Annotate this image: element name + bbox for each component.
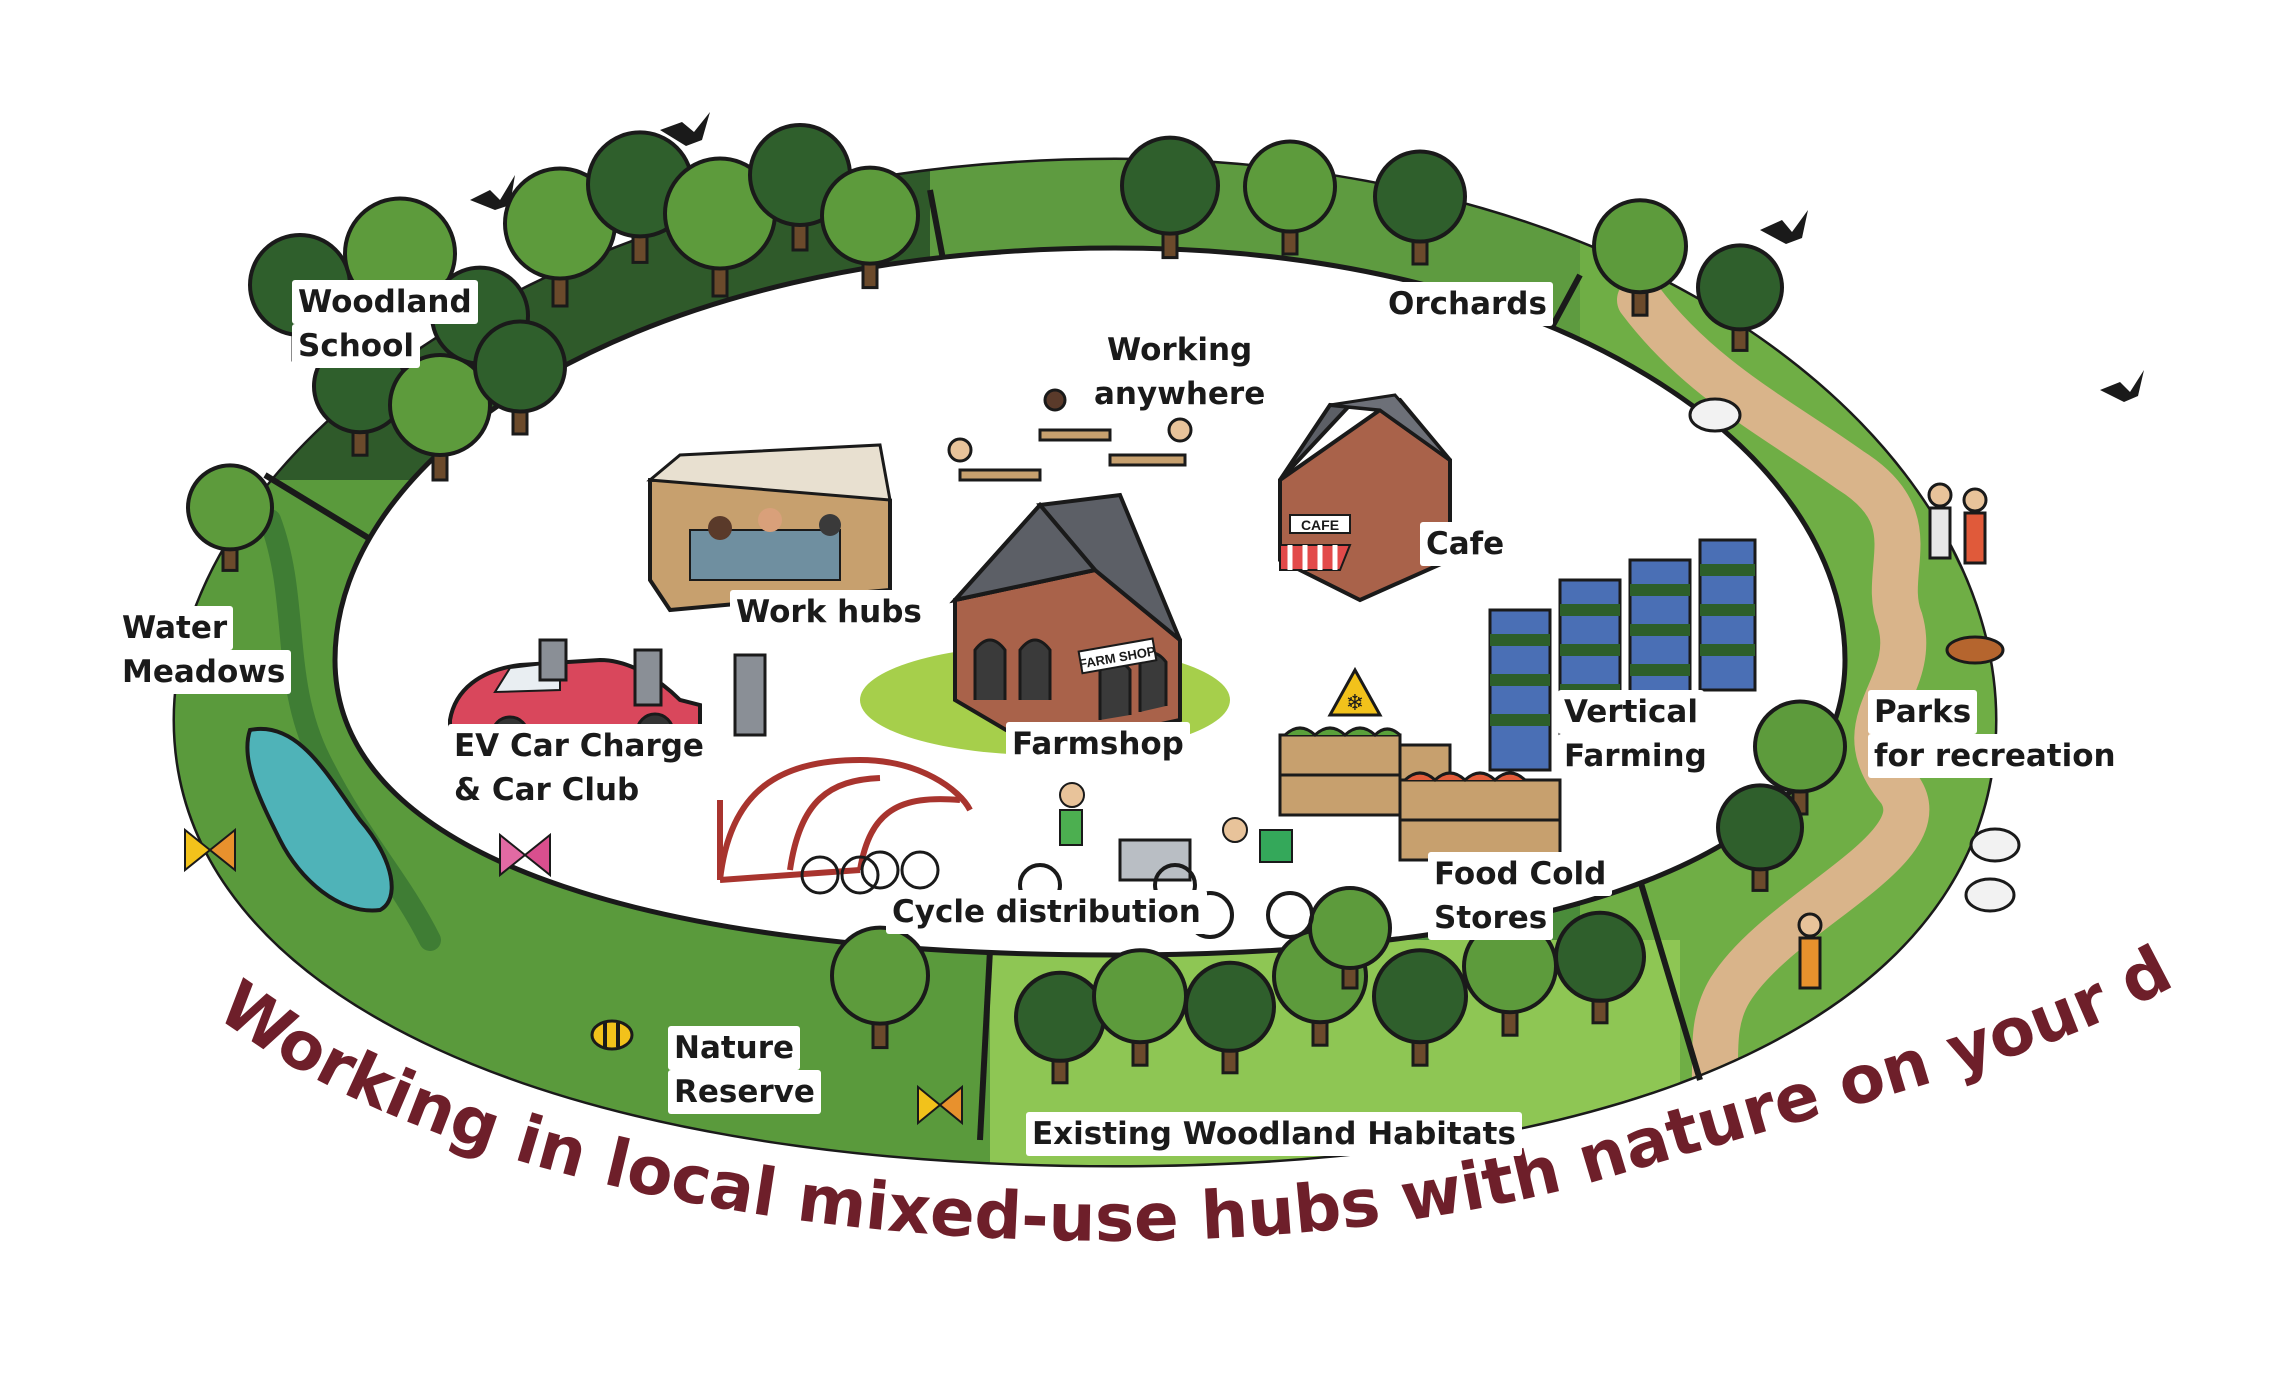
tree-icon xyxy=(473,319,567,436)
stream xyxy=(259,509,441,951)
bird-icon xyxy=(470,175,515,210)
tree-icon xyxy=(1592,198,1688,317)
cafe-sign: CAFE xyxy=(1301,517,1339,533)
divider-4 xyxy=(1637,879,1703,1081)
tree-icon xyxy=(186,463,274,572)
tree-icon xyxy=(1696,243,1784,352)
label-food-cold-stores-line2: Stores xyxy=(1428,896,1554,940)
bird-icon xyxy=(2100,370,2144,402)
label-vertical-farming-line1: Vertical xyxy=(1558,690,1704,734)
label-water-meadows-line2: Meadows xyxy=(116,650,292,694)
label-ev-car-line1: EV Car Charge xyxy=(448,724,710,768)
pond xyxy=(245,726,394,913)
label-nature-reserve-line2: Reserve xyxy=(668,1070,821,1114)
label-orchards: Orchards xyxy=(1382,282,1553,326)
tree-icon xyxy=(388,353,492,482)
label-cycle-distribution-text: Cycle distribution xyxy=(886,890,1207,934)
label-cycle-distribution: Cycle distribution xyxy=(886,890,1207,934)
label-water-meadows-line1: Water xyxy=(116,606,234,650)
label-cafe: Cafe xyxy=(1420,522,1511,566)
bike-icons xyxy=(800,850,940,895)
tree-icon xyxy=(1014,970,1106,1085)
butterfly-icon xyxy=(184,827,236,873)
tree-icon xyxy=(1243,139,1337,256)
tree-icon xyxy=(1184,960,1276,1075)
label-farmshop: Farmshop xyxy=(1006,722,1190,766)
label-work-hubs: Work hubs xyxy=(730,590,928,634)
sheep-icons xyxy=(1688,397,2021,913)
label-orchards-text: Orchards xyxy=(1382,282,1553,326)
outdoor-tables xyxy=(947,388,1193,482)
tree-icon xyxy=(1308,886,1392,990)
tree-icon xyxy=(1373,149,1467,266)
tree-icon xyxy=(1716,783,1804,892)
ev-chargers xyxy=(538,638,767,737)
cargo-bike-riders xyxy=(1018,782,1314,939)
tree-icon xyxy=(1753,699,1847,816)
label-nature-reserve-line1: Nature xyxy=(668,1026,801,1070)
label-existing-woodland-text: Existing Woodland Habitats xyxy=(1026,1112,1522,1156)
bee-icon xyxy=(590,1019,634,1051)
trees-group xyxy=(186,123,1847,1085)
work-hub-pod xyxy=(646,443,892,613)
label-nature-reserve: Nature Reserve xyxy=(668,1026,821,1114)
tree-icon xyxy=(830,925,930,1050)
label-vertical-farming: Vertical Farming xyxy=(1558,690,1713,778)
label-working-anywhere: Working anywhere xyxy=(1088,328,1272,416)
label-working-anywhere-line2: anywhere xyxy=(1088,372,1272,416)
dog-icon xyxy=(1945,635,2005,665)
bird-icons xyxy=(470,112,2144,402)
label-food-cold-stores-line1: Food Cold xyxy=(1428,852,1613,896)
label-ev-car-line2: & Car Club xyxy=(448,768,646,812)
bird-icon xyxy=(660,112,710,146)
label-existing-woodland: Existing Woodland Habitats xyxy=(1026,1112,1522,1156)
label-working-anywhere-line1: Working xyxy=(1101,328,1259,372)
tree-icon xyxy=(1372,948,1468,1067)
label-food-cold-stores: Food Cold Stores xyxy=(1428,852,1613,940)
farmshop-building: FARM SHOP xyxy=(949,492,1182,753)
divider-5 xyxy=(977,949,993,1141)
divider-1 xyxy=(263,472,382,548)
label-parks: Parks for recreation xyxy=(1868,690,2122,778)
label-cafe-text: Cafe xyxy=(1420,522,1511,566)
butterfly-icon xyxy=(499,832,551,878)
label-woodland-school: Woodland School xyxy=(292,280,478,368)
walkers xyxy=(1797,482,1988,990)
label-woodland-school-line2: School xyxy=(292,324,420,368)
tree-icon xyxy=(820,165,920,290)
cold-warning-icon: ❄ xyxy=(1327,666,1383,717)
label-work-hubs-text: Work hubs xyxy=(730,590,928,634)
tree-icon xyxy=(1120,135,1220,260)
label-parks-line1: Parks xyxy=(1868,690,1978,734)
svg-text:❄: ❄ xyxy=(1346,691,1364,716)
label-ev-car: EV Car Charge & Car Club xyxy=(448,724,710,812)
label-water-meadows: Water Meadows xyxy=(116,606,292,694)
label-farmshop-text: Farmshop xyxy=(1006,722,1190,766)
cafe-building: CAFE xyxy=(1278,393,1452,603)
bird-icon xyxy=(1760,210,1808,244)
butterfly-icon xyxy=(917,1084,963,1126)
tree-icon xyxy=(1554,910,1646,1025)
label-vertical-farming-line2: Farming xyxy=(1558,734,1713,778)
label-woodland-school-line1: Woodland xyxy=(292,280,478,324)
label-parks-line2: for recreation xyxy=(1868,734,2122,778)
